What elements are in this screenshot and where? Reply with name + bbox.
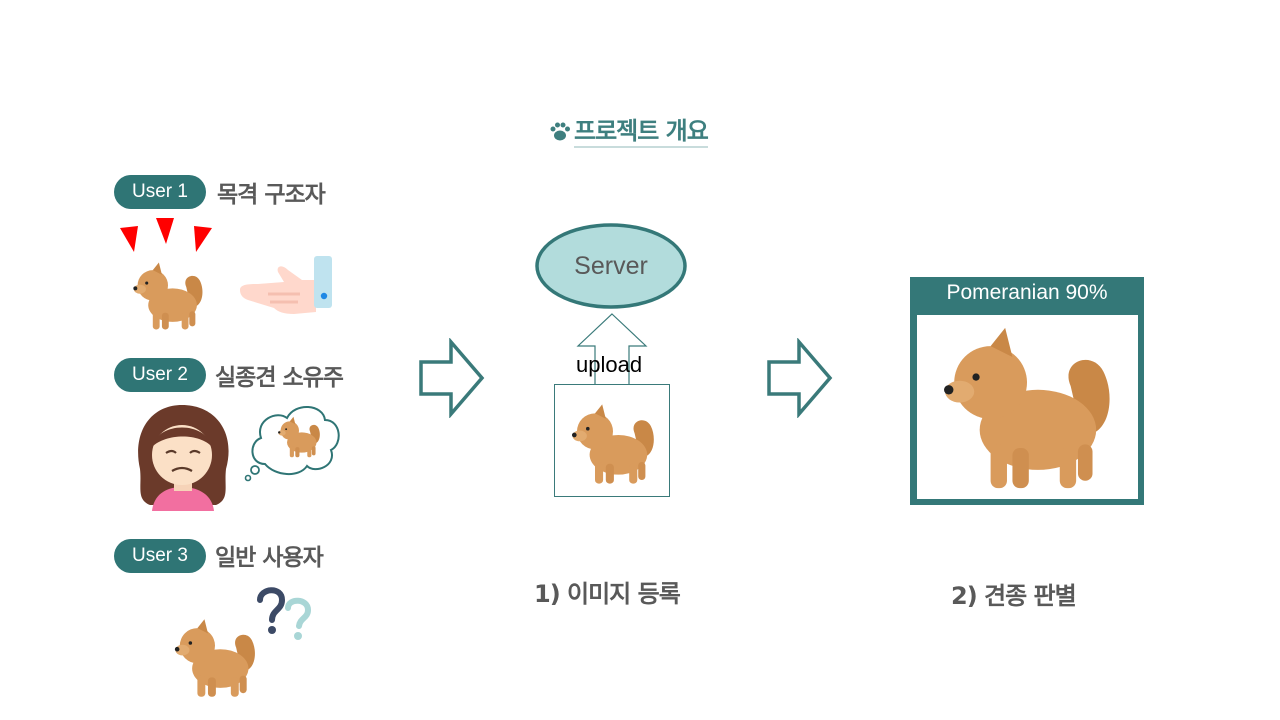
user-3-role: 일반 사용자 [215, 545, 324, 571]
pointing-hand-icon [240, 256, 332, 314]
uploaded-dog-image [561, 399, 665, 489]
flow-arrow-right-2 [767, 338, 833, 418]
page-title-text: 프로젝트 개요 [574, 116, 709, 148]
user-1-badge: User 1 [114, 175, 206, 209]
uploaded-image-frame [554, 384, 670, 497]
result-label: Pomeranian 90% [946, 281, 1108, 304]
paw-icon [550, 122, 570, 141]
page-title: 프로젝트 개요 [548, 116, 709, 148]
step-1-label: 1) 이미지 등록 [534, 580, 681, 608]
worried-owner-icon [138, 405, 229, 511]
user-3-badge: User 3 [114, 539, 206, 573]
dog-illustration [122, 258, 214, 334]
alert-icon [120, 218, 212, 252]
flow-arrow-right-1 [419, 338, 485, 418]
user-2-badge: User 2 [114, 358, 206, 392]
upload-label: upload [576, 352, 643, 377]
result-dog-image [921, 317, 1133, 499]
dog-illustration-3 [164, 614, 266, 702]
server-label: Server [574, 252, 648, 280]
user-2-role: 실종견 소유주 [215, 365, 344, 391]
result-image-frame [917, 315, 1138, 499]
server-node: Server [535, 223, 687, 309]
question-marks-icon [257, 587, 312, 640]
thought-bubble-icon [244, 406, 340, 482]
step-2-label: 2) 견종 판별 [951, 582, 1077, 610]
user-1-role: 목격 구조자 [217, 182, 326, 208]
